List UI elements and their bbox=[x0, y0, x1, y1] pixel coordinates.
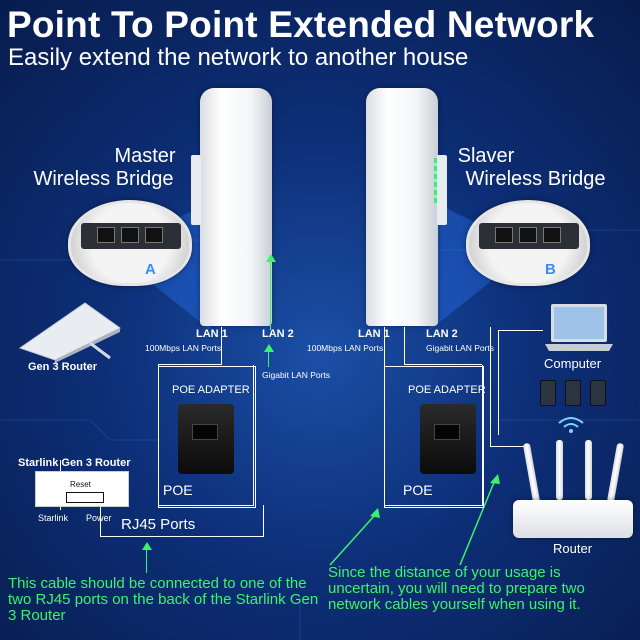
cable-master-lan1-h bbox=[158, 364, 222, 365]
slaver-label-line2: Wireless Bridge bbox=[465, 168, 606, 190]
cable-slaver-lan2-router bbox=[490, 446, 525, 447]
arrow-master-lan2-head bbox=[266, 254, 276, 262]
master-poe-label: POE bbox=[163, 482, 193, 498]
starlink-reset-label: Reset bbox=[70, 480, 91, 489]
slaver-label-line1: Slaver bbox=[457, 145, 515, 167]
cable-computer-v bbox=[498, 330, 499, 435]
computer-label: Computer bbox=[544, 356, 602, 371]
master-lan1-sub: 100Mbps LAN Ports bbox=[145, 343, 222, 353]
cable-slaver-top-h bbox=[404, 364, 482, 365]
note-left: This cable should be connected to one of… bbox=[8, 575, 319, 624]
arrow-rj45 bbox=[146, 548, 147, 573]
master-poe-adapter bbox=[178, 404, 234, 474]
slaver-lan1-sub: 100Mbps LAN Ports bbox=[307, 343, 384, 353]
master-lan1-label: LAN 1 bbox=[196, 328, 228, 340]
router-label: Router bbox=[553, 541, 593, 556]
slaver-port-closeup: B bbox=[466, 200, 590, 286]
cable-slaver-lan1 bbox=[384, 327, 385, 365]
cable-to-computer bbox=[498, 330, 543, 331]
arrow-gigabit bbox=[268, 347, 269, 367]
cable-slaver-lan1-b bbox=[404, 327, 405, 365]
master-poe-box bbox=[158, 366, 256, 508]
starlink-router-box bbox=[35, 471, 129, 507]
cable-slaver-right-v bbox=[482, 365, 483, 506]
master-port-letter: A bbox=[145, 261, 156, 278]
starlink-router-title: Starlink Gen 3 Router bbox=[18, 457, 131, 469]
phone-icon bbox=[590, 380, 606, 406]
slaver-led-strip bbox=[434, 158, 437, 213]
router-device bbox=[513, 500, 633, 538]
arrow-gigabit-head bbox=[264, 344, 274, 352]
arrow-rj45-head bbox=[142, 542, 152, 550]
cable-rj45-up bbox=[263, 505, 264, 537]
gen3-router-label: Gen 3 Router bbox=[28, 361, 98, 373]
page-title: Point To Point Extended Network bbox=[7, 4, 595, 45]
phone-icon bbox=[540, 380, 556, 406]
slaver-poe-label: POE bbox=[403, 482, 433, 498]
cable-master-bottom-h bbox=[158, 505, 253, 506]
starlink-port-panel bbox=[66, 492, 104, 503]
slaver-lan2-sub: Gigabit LAN Ports bbox=[426, 343, 495, 353]
master-bridge-device bbox=[200, 88, 272, 326]
note-right: Since the distance of your usage is unce… bbox=[328, 564, 585, 613]
slaver-bridge-device bbox=[366, 88, 438, 326]
master-lan2-label: LAN 2 bbox=[262, 328, 294, 340]
master-label-line2: Wireless Bridge bbox=[33, 168, 174, 190]
slaver-bridge-mount bbox=[437, 155, 447, 225]
slaver-poe-adapter bbox=[420, 404, 476, 474]
wifi-icon bbox=[558, 417, 584, 433]
slaver-poe-adapter-label: POE ADAPTER bbox=[408, 384, 486, 396]
master-label: Master bbox=[95, 145, 195, 168]
slaver-lan2-label: LAN 2 bbox=[426, 328, 458, 340]
rj45-ports-label: RJ45 Ports bbox=[121, 516, 196, 533]
cable-rj45-h bbox=[100, 536, 263, 537]
slaver-lan1-label: LAN 1 bbox=[358, 328, 390, 340]
cable-slaver-bottom-h bbox=[384, 505, 482, 506]
router-antenna bbox=[585, 440, 592, 500]
cable-starlink-drop bbox=[100, 505, 101, 537]
master-lan2-sub: Gigabit LAN Ports bbox=[262, 370, 331, 380]
master-label-line2-wrap: Wireless Bridge bbox=[26, 168, 181, 191]
slaver-label-line2-wrap: Wireless Bridge bbox=[458, 168, 613, 191]
page-subtitle: Easily extend the network to another hou… bbox=[8, 44, 469, 71]
master-port-closeup: A bbox=[68, 200, 192, 286]
cable-master-right-v bbox=[253, 365, 254, 506]
cable-slaver-lan2-v bbox=[490, 327, 491, 447]
cable-master-lan1 bbox=[221, 327, 222, 365]
starlink-power-label: Power bbox=[86, 513, 112, 523]
master-label-line1: Master bbox=[114, 145, 176, 167]
starlink-port-label: Starlink bbox=[38, 513, 69, 523]
arrow-master-lan2 bbox=[270, 258, 271, 330]
starlink-dish bbox=[18, 302, 121, 363]
master-bridge-mount bbox=[191, 155, 201, 225]
router-antenna bbox=[556, 440, 563, 500]
master-poe-adapter-label: POE ADAPTER bbox=[172, 384, 250, 396]
slaver-port-letter: B bbox=[545, 261, 556, 278]
slaver-label: Slaver bbox=[446, 145, 526, 168]
phone-icon bbox=[565, 380, 581, 406]
laptop-icon bbox=[545, 304, 613, 351]
slaver-poe-box bbox=[384, 366, 484, 508]
arrow-cables-right bbox=[329, 474, 500, 566]
